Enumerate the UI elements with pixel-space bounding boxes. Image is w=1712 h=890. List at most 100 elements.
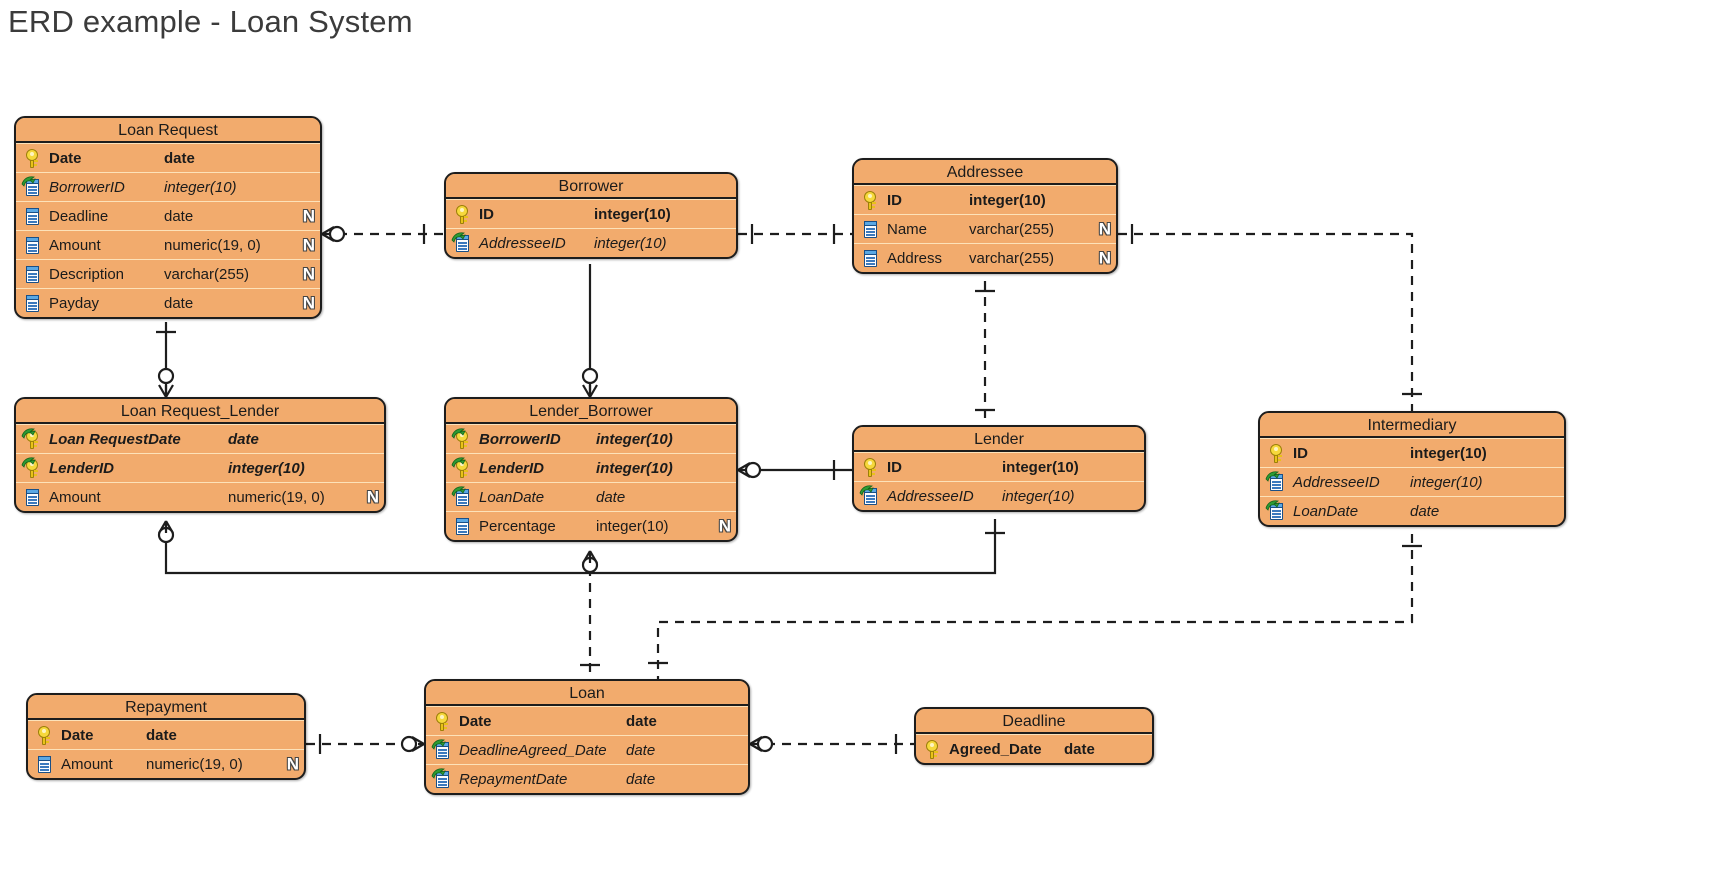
- foreign-key-icon: [1265, 500, 1287, 522]
- column-icon: [452, 515, 473, 537]
- field-type: integer(10): [594, 205, 671, 223]
- field-name: LenderID: [49, 459, 115, 477]
- field-type: date: [146, 726, 177, 744]
- column-icon: [22, 486, 43, 508]
- fk-arrow-icon: [21, 428, 36, 439]
- column-icon: [34, 753, 55, 775]
- nullable-marker: N: [302, 264, 315, 284]
- field-row[interactable]: BorrowerID integer(10): [16, 172, 320, 201]
- field-type: integer(10): [164, 178, 237, 196]
- field-name: Date: [459, 712, 492, 730]
- field-type: integer(10): [1410, 473, 1483, 491]
- field-name: Description: [49, 265, 125, 283]
- fk-arrow-icon: [451, 457, 466, 468]
- field-name: Payday: [49, 294, 100, 312]
- field-type: integer(10): [228, 459, 305, 477]
- field-name: BorrowerID: [49, 178, 125, 196]
- field-name: Percentage: [479, 517, 556, 535]
- field-type: date: [228, 430, 259, 448]
- field-type: integer(10): [596, 517, 669, 535]
- entity-title-lender: Lender: [854, 427, 1144, 452]
- nullable-marker: N: [718, 516, 731, 536]
- field-name: Amount: [49, 488, 101, 506]
- field-row[interactable]: DeadlineAgreed_Date date: [426, 735, 748, 764]
- primary-foreign-key-icon: [21, 457, 43, 479]
- field-name: AddresseeID: [887, 487, 974, 505]
- entity-title-loan-request-lender: Loan Request_Lender: [16, 399, 384, 424]
- entity-title-loan-request: Loan Request: [16, 118, 320, 143]
- column-icon: [860, 218, 881, 240]
- fk-arrow-icon: [1265, 500, 1280, 511]
- fk-arrow-icon: [431, 768, 446, 779]
- field-type: integer(10): [596, 459, 673, 477]
- field-name: DeadlineAgreed_Date: [459, 741, 607, 759]
- column-icon: [860, 247, 881, 269]
- fk-arrow-icon: [451, 486, 466, 497]
- field-row[interactable]: ID integer(10): [854, 185, 1116, 214]
- field-type: integer(10): [969, 191, 1046, 209]
- field-name: BorrowerID: [479, 430, 561, 448]
- fk-arrow-icon: [431, 739, 446, 750]
- field-name: Agreed_Date: [949, 740, 1042, 758]
- field-type: numeric(19, 0): [228, 488, 325, 506]
- field-name: Date: [49, 149, 82, 167]
- entity-title-addressee: Addressee: [854, 160, 1116, 185]
- field-type: numeric(19, 0): [164, 236, 261, 254]
- column-icon: [22, 263, 43, 285]
- field-name: Loan RequestDate: [49, 430, 181, 448]
- nullable-marker: N: [366, 487, 379, 507]
- entity-title-lender-borrower: Lender_Borrower: [446, 399, 736, 424]
- field-row[interactable]: Percentage integer(10) N: [446, 511, 736, 540]
- field-name: LenderID: [479, 459, 545, 477]
- primary-key-icon: [452, 203, 473, 225]
- field-row[interactable]: LenderID integer(10): [446, 453, 736, 482]
- field-type: date: [626, 741, 656, 759]
- field-type: date: [626, 770, 656, 788]
- field-row[interactable]: LenderID integer(10): [16, 453, 384, 482]
- field-type: integer(10): [1410, 444, 1487, 462]
- column-icon: [22, 292, 43, 314]
- primary-key-icon: [432, 710, 453, 732]
- field-row[interactable]: Loan RequestDate date: [16, 424, 384, 453]
- field-name: ID: [887, 191, 902, 209]
- field-row[interactable]: Date date: [426, 706, 748, 735]
- foreign-key-icon: [431, 739, 453, 761]
- entity-title-intermediary: Intermediary: [1260, 413, 1564, 438]
- field-type: integer(10): [1002, 458, 1079, 476]
- field-type: varchar(255): [969, 249, 1055, 267]
- field-name: Amount: [61, 755, 113, 773]
- field-type: date: [596, 488, 626, 506]
- field-row[interactable]: Amount numeric(19, 0) N: [16, 482, 384, 511]
- field-type: date: [626, 712, 657, 730]
